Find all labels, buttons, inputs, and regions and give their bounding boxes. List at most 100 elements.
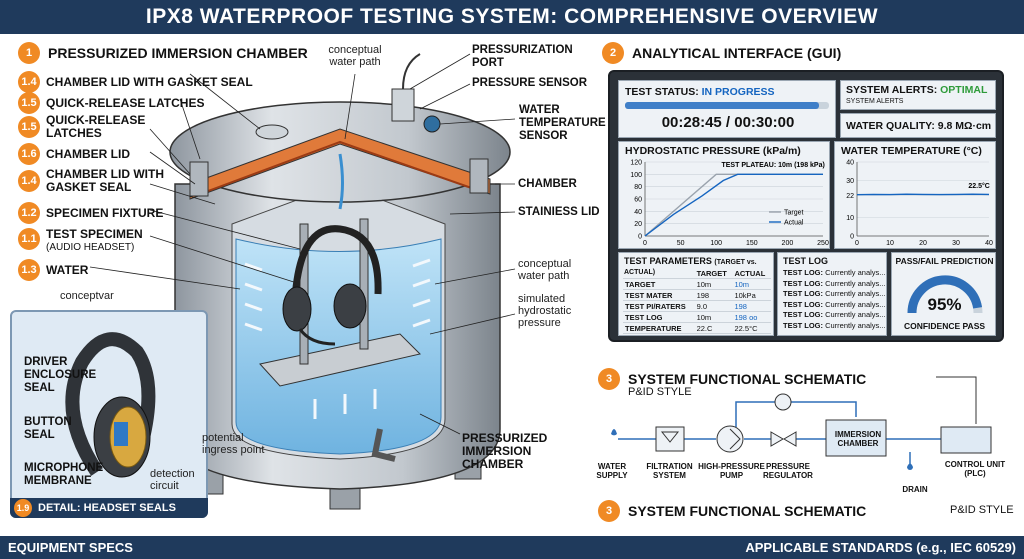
label-pressurized-chamber: PRESSURIZED IMMERSION CHAMBER <box>462 431 548 471</box>
progress-fill <box>625 102 819 109</box>
label-specimen-fixture: 1.2 SPECIMEN FIXTURE <box>18 202 163 224</box>
label-driver-seal: DRIVER ENCLOSURE SEAL <box>24 356 97 394</box>
label-test-specimen: 1.1 TEST SPECIMEN (AUDIO HEADSET) <box>18 228 143 254</box>
label-lid-gasket: 1.4 CHAMBER LID WITH GASKET SEAL <box>18 71 253 93</box>
progress-bar <box>625 102 829 109</box>
label-water-path-right: conceptual water path <box>518 258 572 282</box>
schematic-sub-2: P&ID STYLE <box>950 504 1014 516</box>
schematic-sub: P&ID STYLE <box>628 386 692 398</box>
list-item: TEST LOG: Currently analys... <box>783 299 886 309</box>
label-pressurization-port: PRESSURIZATION PORT <box>472 44 573 69</box>
page-title: IPX8 WATERPROOF TESTING SYSTEM: COMPREHE… <box>0 0 1024 34</box>
label-quick-latches-2: 1.5 QUICK-RELEASE LATCHES <box>18 114 188 140</box>
label-conceptvar: conceptvar <box>60 290 114 302</box>
x-tick-label: 10 <box>886 240 894 247</box>
detail-footer: 1.9 DETAIL: HEADSET SEALS <box>10 498 208 518</box>
immersion-chamber-icon <box>825 419 887 457</box>
label-chamber: CHAMBER <box>518 178 577 190</box>
footer-bar <box>0 536 1024 559</box>
confidence-gauge <box>907 275 983 314</box>
legend-label: Actual <box>784 220 804 227</box>
chart-annotation: 22.5°C <box>968 182 989 190</box>
label-mic-membrane: MICROPHONE MEMBRANE <box>24 462 104 487</box>
list-item: TEST LOG: Currently analys... <box>783 320 886 330</box>
node-regulator: PRESSURE REGULATOR <box>763 462 813 480</box>
node-control-unit: CONTROL UNIT (PLC) <box>944 460 1006 478</box>
filter-icon <box>655 426 685 452</box>
pid-schematic <box>611 376 992 470</box>
schematic-heading-2: 3 SYSTEM FUNCTIONAL SCHEMATIC <box>598 500 866 522</box>
node-filtration: FILTRATION SYSTEM <box>646 462 693 480</box>
test-log-list: TEST LOG: Currently analys... TEST LOG: … <box>783 268 886 331</box>
y-tick-label: 30 <box>846 178 854 185</box>
label-pressure-sensor: PRESSURE SENSOR <box>472 77 588 89</box>
node-water-supply: WATER SUPPLY <box>596 462 628 480</box>
chamber-heading: 1 PRESSURIZED IMMERSION CHAMBER <box>18 42 308 64</box>
label-ingress-point: potential ingress point <box>202 432 265 456</box>
list-item: TEST LOG: Currently analys... <box>783 289 886 298</box>
series-line-1 <box>644 173 823 237</box>
gui-window: TEST STATUS: IN PROGRESS 00:28:45 / 00:3… <box>608 70 1004 342</box>
water-quality-panel: WATER QUALITY: 9.8 MΩ·cm <box>840 113 996 138</box>
label-water: 1.3 WATER <box>18 259 88 281</box>
y-tick-label: 20 <box>634 221 642 228</box>
regulator-icon <box>770 431 797 447</box>
x-tick-label: 200 <box>782 240 794 247</box>
list-item: TEST LOG: Currently analys... <box>783 268 886 277</box>
gauge-icon <box>774 393 792 411</box>
schematic-heading: 3 SYSTEM FUNCTIONAL SCHEMATIC <box>598 368 866 390</box>
headset-seal-detail: DRIVER ENCLOSURE SEAL BUTTON SEAL MICROP… <box>10 310 264 518</box>
list-item: TEST LOG: Currently analys... <box>783 310 886 319</box>
y-tick-label: 60 <box>634 197 642 204</box>
label-quick-latches: 1.5 QUICK-RELEASE LATCHES <box>18 92 204 114</box>
node-pump: HIGH-PRESSURE PUMP <box>698 462 765 480</box>
y-tick-label: 40 <box>634 209 642 216</box>
test-status-panel: TEST STATUS: IN PROGRESS 00:28:45 / 00:3… <box>618 80 836 138</box>
chamber-heading-text: PRESSURIZED IMMERSION CHAMBER <box>48 45 308 61</box>
prediction-value: 95% <box>927 295 962 314</box>
y-tick-label: 0 <box>850 234 854 241</box>
series-line-0 <box>856 193 990 196</box>
headset-earcup-illustration <box>65 332 156 478</box>
label-lid: STAINIESS LID <box>518 206 600 218</box>
x-tick-label: 250 <box>817 240 829 247</box>
gui-heading: 2 ANALYTICAL INTERFACE (GUI) <box>602 42 841 64</box>
x-tick-label: 0 <box>643 240 647 247</box>
y-tick-label: 120 <box>630 160 642 167</box>
drain-drop-icon <box>907 463 913 470</box>
label-detection-circuit: detection circuit <box>150 468 195 492</box>
label-hydrostatic: simulated hydrostatic pressure <box>518 293 572 329</box>
prediction-panel: PASS/FAIL PREDICTION 95% CONFIDENCE PASS <box>891 252 996 336</box>
chamber-illustration <box>89 53 516 510</box>
footer-applicable-standards[interactable]: APPLICABLE STANDARDS (e.g., IEC 60529) <box>745 540 1016 555</box>
list-item: TEST LOG: Currently analys... <box>783 278 886 288</box>
x-tick-label: 50 <box>677 240 685 247</box>
node-immersion-chamber: IMMERSION CHAMBER <box>834 430 882 448</box>
legend-label: Target <box>784 210 804 217</box>
section-number-badge: 1 <box>18 42 40 64</box>
chart-annotation: TEST PLATEAU: 10m (198 kPa) <box>721 162 824 169</box>
y-tick-label: 80 <box>634 184 642 191</box>
label-temp-sensor: WATER TEMPERATURE SENSOR <box>519 104 606 142</box>
x-tick-label: 30 <box>952 240 960 247</box>
node-drain: DRAIN <box>902 485 928 494</box>
y-tick-label: 22 <box>846 193 854 200</box>
y-tick-label: 10 <box>846 215 854 222</box>
test-log-panel: TEST LOG TEST LOG: Currently analys... T… <box>777 252 887 336</box>
footer-equipment-specs[interactable]: EQUIPMENT SPECS <box>0 536 160 559</box>
plc-icon <box>940 426 992 454</box>
y-tick-label: 100 <box>630 172 642 179</box>
label-lid-gasket-2: 1.4 CHAMBER LID WITH GASKET SEAL <box>18 168 188 194</box>
test-parameters-panel: TEST PARAMETERS (TARGET vs. ACTUAL) TARG… <box>618 252 774 336</box>
pump-icon <box>716 425 744 453</box>
x-tick-label: 0 <box>855 240 859 247</box>
